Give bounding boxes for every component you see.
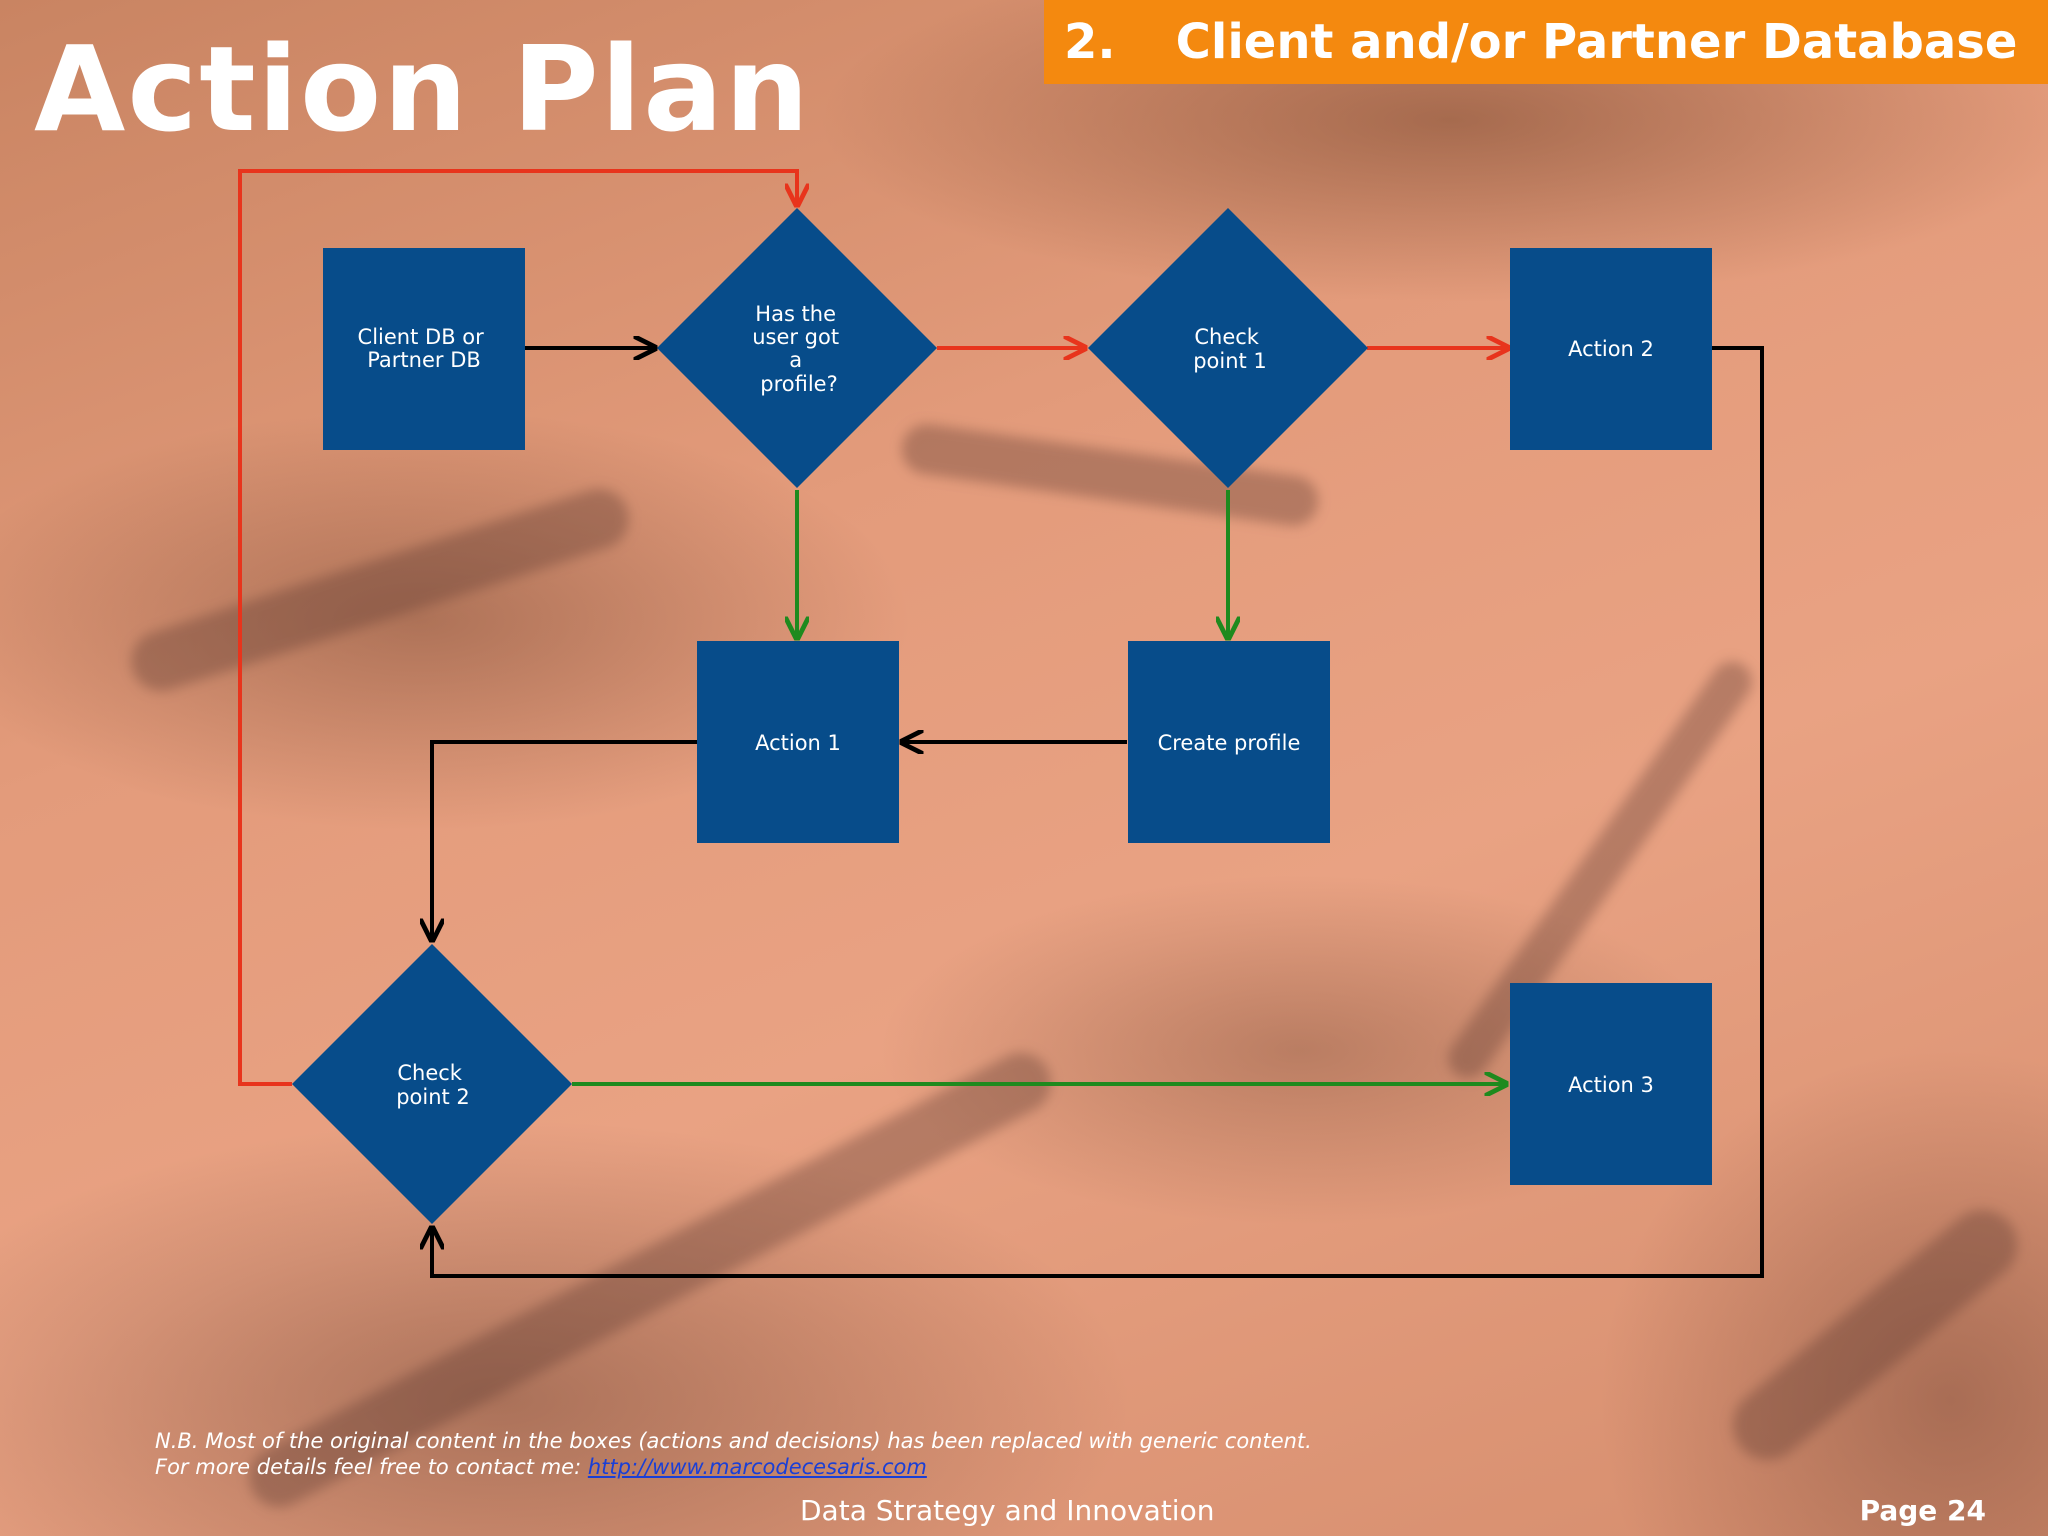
node-create-profile-shape [1128, 641, 1330, 843]
contact-link[interactable]: http://www.marcodecesaris.com [587, 1455, 927, 1479]
node-checkpoint1: Check point 1 [1088, 208, 1368, 488]
node-checkpoint1-shape [1088, 208, 1368, 488]
node-action1-label: Action 1 [755, 731, 841, 755]
node-action1: Action 1 [697, 641, 899, 843]
node-checkpoint2-label: Check point 2 [396, 1061, 470, 1109]
footnote: N.B. Most of the original content in the… [155, 1428, 1312, 1480]
node-action2: Action 2 [1510, 248, 1712, 450]
section-number: 2. [1064, 14, 1116, 70]
edge-action2-to-checkpoint2 [432, 346, 1764, 1278]
node-action2-label: Action 2 [1568, 337, 1654, 361]
edge-action1-to-checkpoint2 [432, 740, 697, 940]
footnote-line-2: For more details feel free to contact me… [155, 1454, 1312, 1480]
node-action2-shape [1510, 248, 1712, 450]
node-client-db: Client DB or Partner DB [323, 248, 525, 450]
node-action3-label: Action 3 [1568, 1073, 1654, 1097]
node-decision-profile-shape [657, 208, 937, 488]
node-checkpoint1-label: Check point 1 [1193, 325, 1267, 373]
footnote-line-1: N.B. Most of the original content in the… [155, 1429, 1312, 1453]
node-client-db-label: Client DB or Partner DB [358, 325, 491, 372]
page-number: Page 24 [1859, 1494, 1986, 1527]
node-decision-profile: Has the user got a profile? [657, 208, 937, 488]
node-action3: Action 3 [1510, 983, 1712, 1185]
node-action3-shape [1510, 983, 1712, 1185]
node-create-profile-label: Create profile [1158, 731, 1301, 755]
node-action1-shape [697, 641, 899, 843]
node-create-profile: Create profile [1128, 641, 1330, 843]
footer-subtitle: Data Strategy and Innovation [800, 1494, 1215, 1527]
node-decision-profile-label: Has the user got a profile? [752, 302, 846, 396]
node-checkpoint2: Check point 2 [292, 944, 572, 1224]
node-checkpoint2-shape [292, 944, 572, 1224]
edge-checkpoint2-to-decision [238, 169, 797, 1086]
node-client-db-shape [323, 248, 525, 450]
slide-title: Action Plan [34, 20, 811, 158]
edges [238, 169, 1764, 1278]
footnote-contact-prefix: For more details feel free to contact me… [155, 1455, 588, 1479]
section-title: Client and/or Partner Database [1175, 14, 2018, 70]
section-banner: 2. Client and/or Partner Database [1044, 0, 2048, 84]
